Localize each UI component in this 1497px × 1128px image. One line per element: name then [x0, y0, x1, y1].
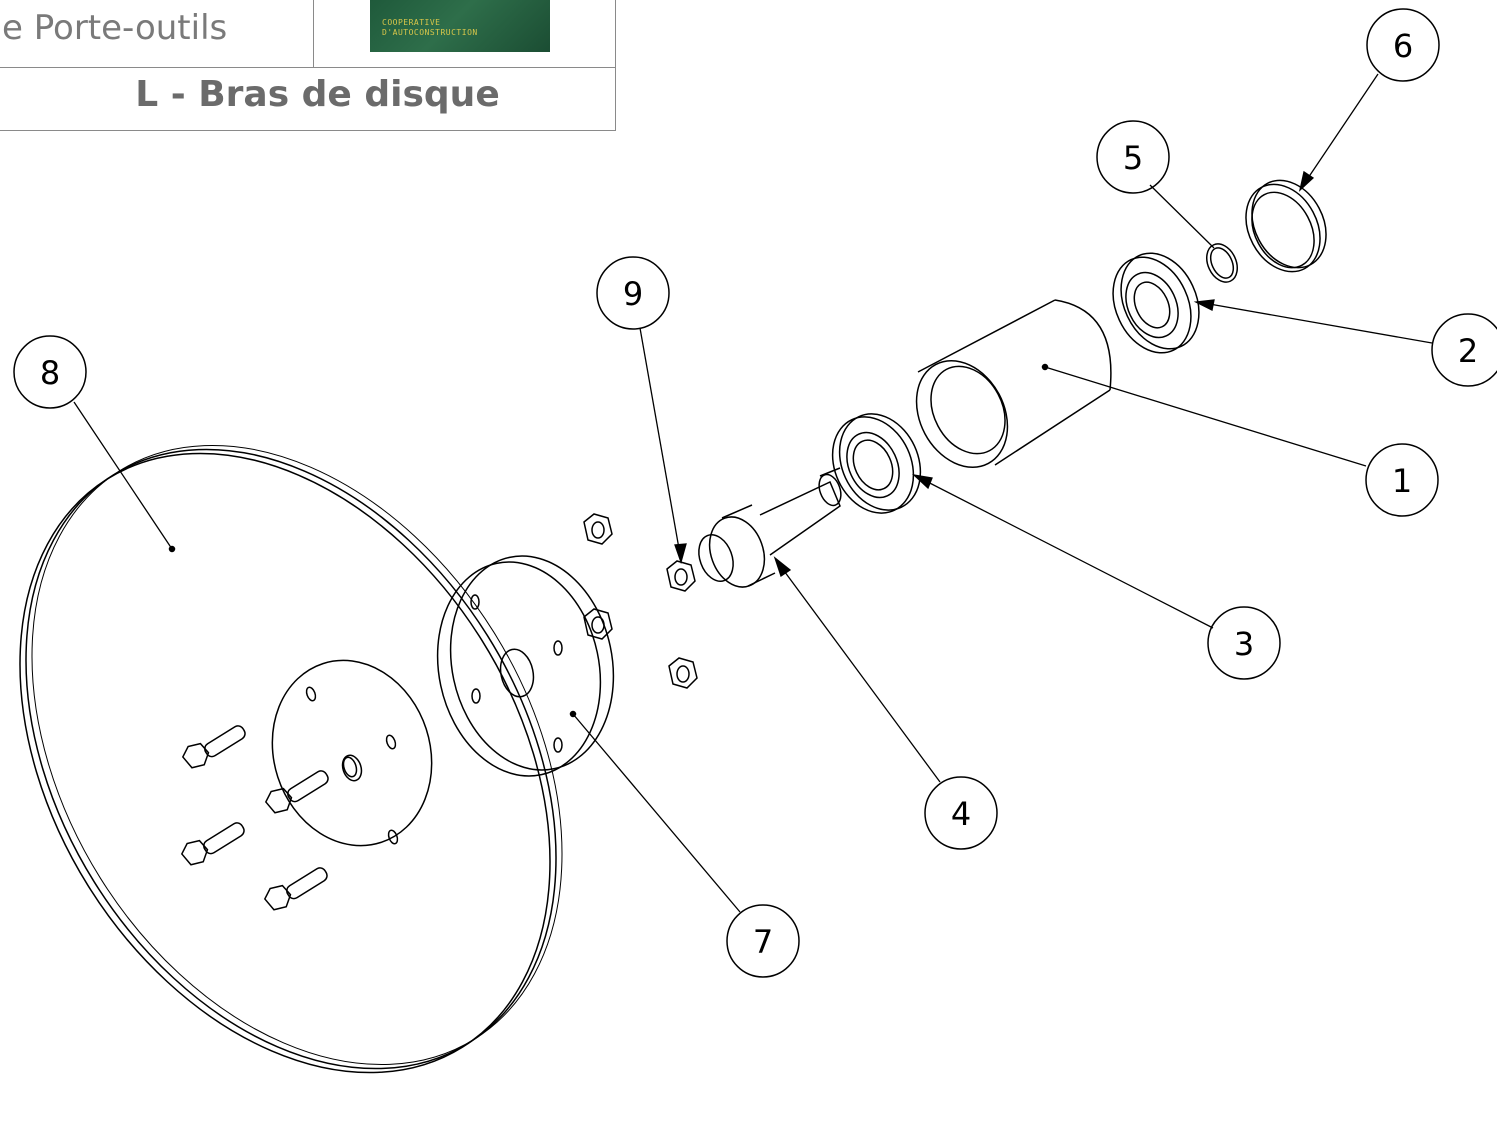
leader-7: [572, 713, 741, 913]
bolts: [180, 725, 329, 911]
part-4-axle: [698, 467, 842, 588]
balloon-1: 1: [1365, 443, 1439, 517]
balloon-4: 4: [924, 776, 998, 850]
part-3-bearing: [831, 413, 922, 514]
balloon-2-label: 2: [1458, 332, 1478, 370]
balloon-2: 2: [1431, 313, 1497, 387]
balloon-9: 9: [596, 256, 670, 330]
leader-9: [639, 327, 682, 561]
cooperative-logo: COOPERATIVE D'AUTOCONSTRUCTION: [370, 0, 550, 52]
part-7-flange: [436, 555, 615, 777]
leader-lines: [73, 73, 1433, 913]
title-block: e Porte-outils COOPERATIVE D'AUTOCONSTRU…: [0, 0, 616, 131]
project-name: e Porte-outils: [2, 8, 228, 48]
logo-line-1: COOPERATIVE: [382, 18, 441, 27]
balloon-7: 7: [726, 904, 800, 978]
part-2-bearing: [1112, 252, 1200, 354]
part-5-circlip: [1206, 243, 1238, 283]
title-block-top-row: e Porte-outils COOPERATIVE D'AUTOCONSTRU…: [0, 0, 615, 68]
balloon-5: 5: [1096, 120, 1170, 194]
part-8-disc: [19, 444, 563, 1074]
leader-5: [1149, 184, 1215, 249]
leader-1: [1044, 366, 1367, 467]
leader-4: [775, 559, 941, 783]
leader-3: [915, 475, 1214, 629]
leader-8: [73, 401, 173, 550]
balloon-6-label: 6: [1393, 27, 1413, 65]
arrowhead-9: [674, 543, 687, 565]
logo-text: COOPERATIVE D'AUTOCONSTRUCTION: [382, 18, 478, 38]
title-block-divider: [313, 0, 314, 67]
balloon-9-label: 9: [623, 275, 643, 313]
balloon-3: 3: [1207, 606, 1281, 680]
leader-2: [1197, 301, 1433, 344]
balloon-7-label: 7: [753, 923, 773, 961]
arrowhead-2: [1193, 299, 1215, 311]
arrowhead-3: [911, 474, 933, 490]
leader-6: [1301, 73, 1379, 188]
balloon-4-label: 4: [951, 795, 971, 833]
balloon-6: 6: [1366, 8, 1440, 82]
logo-line-2: D'AUTOCONSTRUCTION: [382, 28, 478, 37]
balloon-5-label: 5: [1123, 139, 1143, 177]
balloon-3-label: 3: [1234, 625, 1254, 663]
part-6-cap: [1245, 179, 1327, 273]
part-1-hub-tube: [915, 299, 1112, 468]
arrowhead-4: [773, 556, 792, 578]
balloon-8-label: 8: [40, 354, 60, 392]
arrowhead-6: [1298, 170, 1315, 192]
balloon-1-label: 1: [1392, 462, 1412, 500]
balloon-8: 8: [13, 335, 87, 409]
part-9-nuts: [583, 513, 698, 689]
sheet-title: L - Bras de disque: [135, 74, 500, 115]
